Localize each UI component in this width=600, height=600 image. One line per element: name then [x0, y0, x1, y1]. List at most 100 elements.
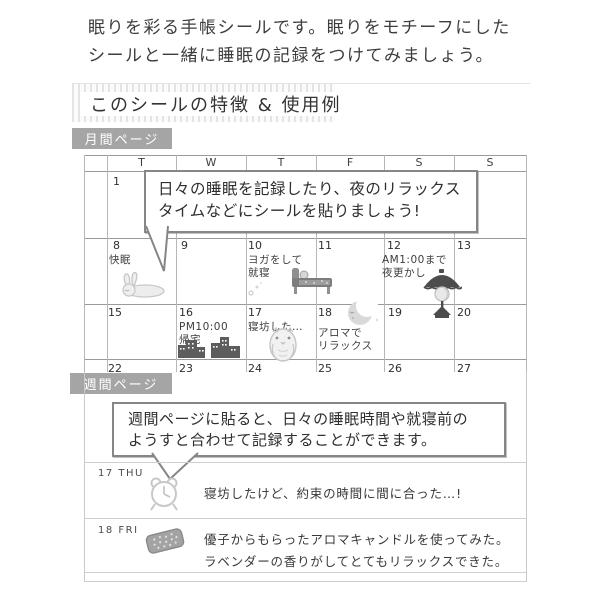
calendar-cell-11: 11 [318, 239, 332, 254]
weekly-bubble-line-1: 週間ページに貼ると、日々の睡眠時間や就寝前の [128, 410, 469, 428]
calendar-cell-1: 1 [113, 175, 120, 190]
calendar-row-rule-2 [84, 304, 527, 305]
calendar-cell-18: 18 [318, 306, 332, 321]
calendar-cell-25: 25 [318, 362, 332, 372]
tab-weekly-label: 週間ページ [83, 378, 159, 393]
calendar-cell-10: 10 ヨガをして 就寝 [248, 239, 303, 280]
section-header: このシールの特徴 & 使用例 [72, 84, 352, 122]
cell-note: 就寝 [248, 267, 270, 279]
tab-monthly-page: 月間ページ [72, 128, 172, 149]
calendar-cell-8: 8 快眠 [109, 239, 131, 267]
date-number: 11 [318, 239, 332, 252]
weekday-header: F [346, 156, 354, 169]
weekly-day-label: 18 FRI [98, 525, 139, 536]
calendar-col-line-6 [454, 155, 455, 372]
monthly-bubble-line-1: 日々の睡眠を記録したり、夜のリラックス [158, 180, 461, 198]
tab-weekly-page: 週間ページ [70, 373, 172, 394]
calendar-col-line-2 [176, 155, 177, 372]
date-number: 20 [457, 306, 471, 319]
monthly-bubble-line-2: タイムなどにシールを貼りましょう! [158, 202, 421, 220]
calendar-top-border [84, 155, 527, 156]
monthly-speech-bubble: 日々の睡眠を記録したり、夜のリラックス タイムなどにシールを貼りましょう! [144, 170, 478, 233]
calendar-col-line-1 [107, 155, 108, 372]
weekly-row-rule-1 [84, 462, 527, 463]
date-number: 27 [457, 362, 471, 372]
bed-icon [292, 268, 332, 294]
weekly-note: 優子からもらったアロマキャンドルを使ってみた。 ラベンダーの香りがしてとてもリラ… [204, 529, 509, 573]
intro-text: 眠りを彩る手帳シールです。眠りをモチーフにした シールと一緒に睡眠の記録をつけて… [88, 14, 511, 70]
cell-note: ヨガをして [248, 254, 303, 266]
calendar-cell-18-notes: アロマで リラックス [318, 327, 373, 353]
zzz-icon [248, 282, 262, 296]
intro-line-1: 眠りを彩る手帳シールです。眠りをモチーフにした [88, 18, 511, 38]
calendar-cell-20: 20 [457, 306, 471, 321]
weekly-left-border [84, 372, 85, 582]
date-number: 18 [318, 306, 332, 319]
monthly-calendar: T W T F S S 1 8 快眠 9 10 ヨガをして 就寝 11 12 A… [84, 155, 527, 372]
cell-note: AM1:00まで [382, 254, 447, 266]
calendar-cell-24: 24 [248, 362, 262, 372]
calendar-col-line-5 [384, 155, 385, 372]
cell-note: リラックス [318, 340, 373, 352]
cell-note: アロマで [318, 327, 362, 339]
calendar-cell-12: 12 AM1:00まで 夜更かし [382, 239, 447, 280]
calendar-cell-13: 13 [457, 239, 471, 254]
date-number: 24 [248, 362, 262, 372]
calendar-row-rule-3 [84, 359, 527, 360]
section-title-band: このシールの特徴 & 使用例 [80, 92, 352, 116]
top-divider [72, 83, 530, 84]
date-number: 10 [248, 239, 262, 252]
lantern-lamp-icon [423, 269, 462, 318]
weekly-row-rule-2 [84, 518, 527, 519]
date-number: 26 [388, 362, 402, 372]
weekly-note-line-2: ラベンダーの香りがしてとてもリラックスできた。 [204, 554, 509, 569]
date-number: 16 [179, 306, 193, 319]
cell-note: 夜更かし [382, 267, 426, 279]
city-buildings-icon [178, 337, 240, 358]
crescent-moon-icon [348, 298, 379, 325]
calendar-col-line-3 [246, 155, 247, 372]
weekday-header: T [277, 156, 285, 169]
date-number: 12 [387, 239, 401, 252]
date-number: 19 [388, 306, 402, 319]
calendar-col-line-4 [316, 155, 317, 372]
weekday-header: W [205, 156, 217, 169]
monthly-bubble-tail [145, 225, 169, 272]
cell-note: 快眠 [109, 254, 131, 266]
weekday-header: T [138, 156, 145, 169]
date-number: 15 [108, 306, 122, 319]
calendar-cell-27: 27 [457, 362, 471, 372]
aroma-candle-icon [145, 528, 185, 554]
weekday-header: S [415, 156, 423, 169]
date-number: 25 [318, 362, 332, 372]
calendar-cell-23: 23 [179, 362, 193, 372]
calendar-left-border [84, 155, 85, 372]
calendar-right-border [526, 155, 527, 372]
alarm-clock-icon [150, 477, 178, 511]
weekly-row-rule-4 [84, 581, 527, 582]
date-number: 13 [457, 239, 471, 252]
calendar-cell-9: 9 [181, 239, 188, 254]
weekly-bubble-line-2: ようすと合わせて記録することができます。 [128, 431, 437, 449]
date-number: 8 [113, 239, 120, 252]
sleeping-rabbit-icon [122, 272, 165, 298]
calendar-row-rule-1 [84, 238, 527, 239]
tab-monthly-label: 月間ページ [84, 133, 160, 148]
cell-note: PM10:00 [179, 321, 229, 333]
weekly-note: 寝坊したけど、約束の時間に間に合った…! [204, 486, 462, 501]
date-number: 23 [179, 362, 193, 372]
date-number: 9 [181, 239, 188, 252]
date-number: 17 [248, 306, 262, 319]
weekly-note-line-1: 優子からもらったアロマキャンドルを使ってみた。 [204, 532, 510, 547]
calendar-cell-15: 15 [108, 306, 122, 321]
section-title: このシールの特徴 & 使用例 [90, 95, 342, 116]
weekly-speech-bubble: 週間ページに貼ると、日々の睡眠時間や就寝前の ようすと合わせて記録することができ… [112, 402, 506, 457]
date-number: 22 [108, 362, 122, 372]
calendar-cell-22: 22 [108, 362, 122, 372]
owl-icon [269, 326, 297, 362]
weekly-day-label: 17 THU [98, 468, 144, 479]
date-number: 1 [113, 175, 120, 188]
weekly-right-border [526, 372, 527, 582]
calendar-cell-26: 26 [388, 362, 402, 372]
